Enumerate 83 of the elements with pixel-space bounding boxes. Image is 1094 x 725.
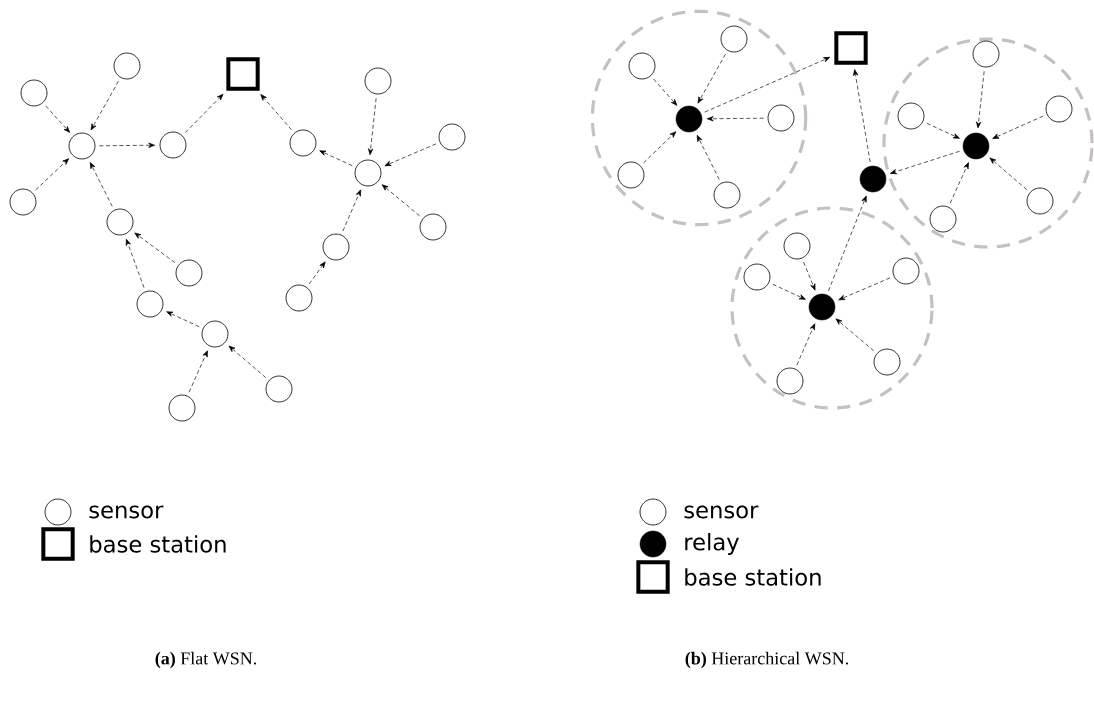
sensor-circle (929, 205, 957, 233)
arrow (319, 150, 353, 167)
sensor-circle (9, 188, 37, 216)
legend-label: sensor (89, 505, 164, 519)
arrow (989, 157, 1028, 190)
arrow (89, 162, 113, 207)
sensor-circle (265, 375, 293, 403)
arrow (99, 142, 155, 148)
arrow (853, 69, 871, 163)
arrow (803, 261, 816, 291)
sensor-circle (713, 181, 741, 209)
arrow (166, 311, 200, 328)
sensor-circle (892, 257, 920, 285)
relay-dot (962, 132, 990, 160)
arrow (835, 318, 875, 352)
sensor-circle (776, 367, 804, 395)
arrow (890, 150, 960, 175)
arrow (342, 189, 362, 232)
sensor-circle (720, 25, 748, 53)
sensor-circle (285, 284, 313, 312)
sensor-circle (354, 159, 382, 187)
legend-label: base station (90, 535, 226, 553)
sensor-circle (767, 104, 795, 132)
arrow (260, 94, 292, 131)
arrow (697, 53, 726, 104)
arrow (653, 78, 678, 106)
legend-label: relay (685, 533, 739, 555)
sensor-circle (617, 161, 645, 189)
sensor-circle (419, 213, 447, 241)
sensor-circle (175, 259, 203, 287)
arrow (796, 323, 816, 366)
sensor-circle (628, 52, 656, 80)
caption: (a) Flat WSN. (155, 651, 257, 669)
arrow (35, 158, 70, 191)
arrow (125, 238, 145, 288)
arrow (976, 70, 985, 129)
relay-dot (808, 293, 836, 321)
base-station-square (834, 31, 868, 65)
sensor-circle (136, 290, 164, 318)
arrow (90, 80, 119, 131)
arrow (706, 116, 764, 122)
legend-label: base station (685, 568, 821, 586)
sensor-circle (873, 348, 901, 376)
relay-dot (675, 105, 703, 133)
sensor-circle (1026, 187, 1054, 215)
arrow (704, 56, 831, 113)
arrow (188, 350, 208, 393)
sensor-circle (1045, 95, 1073, 123)
arrow (949, 162, 969, 204)
arrow (696, 134, 720, 180)
arrow (381, 184, 420, 217)
arrow (992, 115, 1044, 139)
sensor-circle (438, 123, 466, 151)
arrow (828, 195, 867, 292)
caption: (b) Hierarchical WSN. (685, 651, 849, 669)
arrow (368, 97, 377, 156)
arrow (772, 283, 806, 300)
arrow (308, 261, 326, 285)
relay-dot (859, 165, 887, 193)
legend-label: sensor (684, 505, 759, 519)
sensor-circle (743, 263, 771, 291)
arrow (184, 93, 224, 133)
sensor-circle (159, 131, 187, 159)
sensor-circle (783, 232, 811, 260)
base-station-square (226, 57, 260, 91)
arrow (643, 131, 677, 164)
arrow (838, 277, 891, 301)
sensor-circle (20, 79, 48, 107)
sensor-circle (322, 233, 350, 261)
sensor-circle (897, 102, 925, 130)
sensor-circle (364, 67, 392, 95)
sensor-circle (106, 208, 134, 236)
sensor-circle (113, 52, 141, 80)
sensor-circle (68, 132, 96, 160)
arrow (228, 345, 267, 378)
sensor-circle (972, 40, 1000, 68)
arrow (926, 122, 960, 139)
sensor-circle (289, 129, 317, 157)
arrow (134, 232, 176, 263)
arrow (45, 105, 71, 133)
sensor-circle (168, 394, 196, 422)
arrow (384, 143, 437, 167)
sensor-circle (201, 320, 229, 348)
